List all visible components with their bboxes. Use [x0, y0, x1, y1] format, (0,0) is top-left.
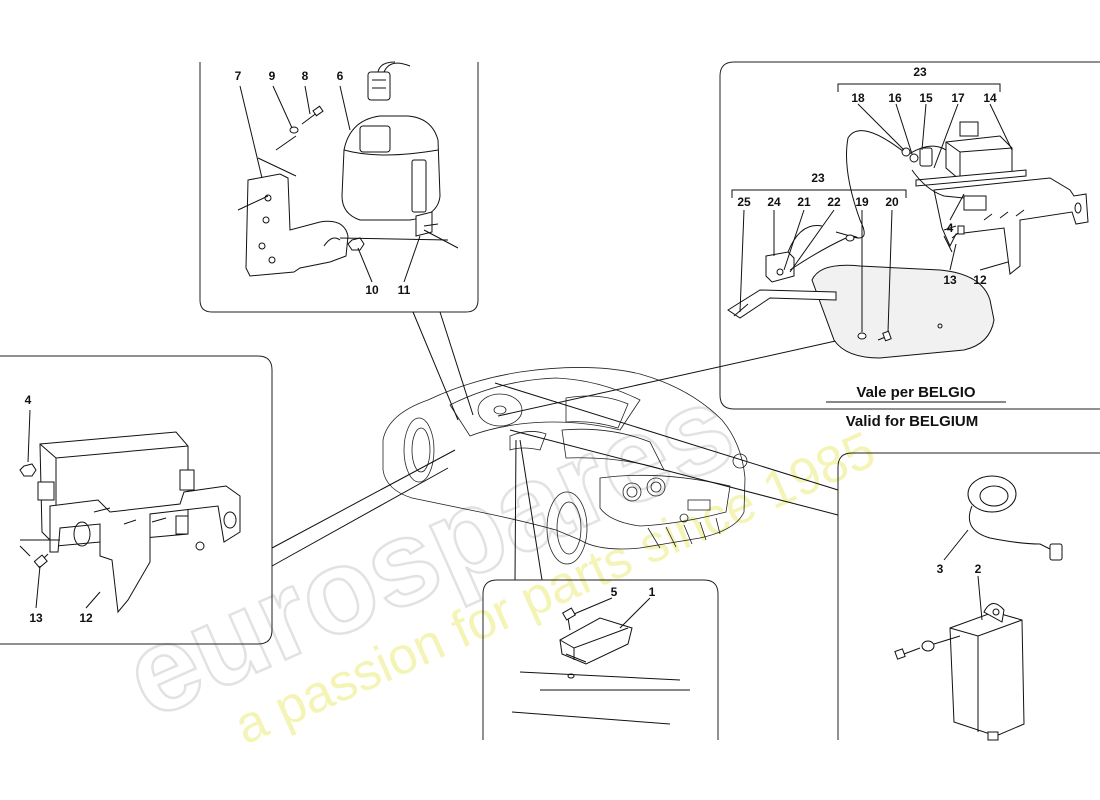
part-label-11: 11	[398, 283, 411, 297]
leader-lines	[271, 311, 841, 581]
part-label-13-left: 13	[29, 611, 43, 625]
part-label-9: 9	[269, 69, 276, 83]
leader-bottom-center-1	[514, 439, 517, 581]
small-sensor-screw	[567, 617, 571, 631]
part-label-18: 18	[851, 91, 865, 105]
part-label-1: 1	[649, 585, 656, 599]
control-unit-bracket	[49, 485, 241, 614]
part-label-16: 16	[888, 91, 902, 105]
part-label-3: 3	[937, 562, 944, 576]
car-roofline	[449, 377, 641, 437]
siren-connector-wires	[377, 61, 411, 73]
part-label-10: 10	[365, 283, 379, 297]
part-label-25: 25	[737, 195, 751, 209]
frame-left	[0, 355, 273, 645]
siren-side-latch	[411, 159, 427, 213]
part-label-8: 8	[302, 69, 309, 83]
note-valid-belgio: Vale per BELGIO	[856, 384, 976, 401]
group-bracket-23-mid	[731, 189, 907, 198]
car-front-wheel	[403, 417, 435, 483]
kit-bracket	[933, 177, 1089, 275]
part-label-15: 15	[919, 91, 933, 105]
leader-top-center	[412, 311, 459, 421]
frame-bottom-right	[837, 452, 1100, 740]
part-label-22: 22	[827, 195, 841, 209]
small-sensor	[559, 617, 633, 665]
car-diffuser	[647, 517, 721, 549]
leader-bottom-right-1	[494, 382, 839, 491]
part-label-4-left: 4	[25, 393, 32, 407]
leader-top-center-2	[439, 311, 474, 416]
panel-belgium-kit: 23 18 16 15 17 14 23 25 24 21 22 19 20 4…	[727, 65, 1089, 430]
leader-top-right	[497, 339, 841, 417]
kit-washer-19	[857, 332, 867, 340]
kit-harness	[835, 130, 905, 239]
watermark: eurospares a passion for parts since 198…	[105, 357, 884, 756]
part-label-23-top: 23	[913, 65, 927, 79]
part-label-20: 20	[885, 195, 899, 209]
part-label-12-right: 12	[973, 273, 987, 287]
part-label-24: 24	[767, 195, 781, 209]
car-side-intake	[509, 431, 547, 451]
siren-connector	[367, 71, 391, 101]
antenna-connector	[1049, 543, 1063, 561]
part-label-13-right: 13	[943, 273, 957, 287]
part-label-4-right: 4	[947, 221, 954, 235]
car-exhaust	[679, 513, 689, 523]
car-steering-hub	[493, 405, 507, 415]
car-illustration	[382, 367, 748, 565]
part-label-23-mid: 23	[811, 171, 825, 185]
car-steering-wheel	[477, 393, 523, 427]
part-label-12-left: 12	[79, 611, 93, 625]
part-label-19: 19	[855, 195, 869, 209]
washer-9	[289, 126, 299, 134]
car-plate	[687, 499, 711, 511]
part-label-17: 17	[951, 91, 965, 105]
car-front-wheel-rim	[411, 427, 431, 473]
part-label-21: 21	[797, 195, 811, 209]
leader-bottom-right-2	[509, 429, 839, 516]
ecu-washer	[921, 640, 935, 652]
panel-small-sensor: 5 1	[511, 585, 690, 725]
car-tail-light-right	[732, 453, 748, 469]
kit-mount-bracket	[727, 289, 837, 319]
ring-antenna	[967, 475, 1017, 513]
siren-clip	[359, 125, 391, 153]
leader-left-1	[271, 449, 456, 549]
panel-frames	[0, 61, 1100, 740]
car-tail-panel	[599, 474, 731, 527]
panel-siren: 7 9 8 6 10 11	[235, 61, 459, 297]
nut-10	[347, 237, 365, 251]
car-tail-light-left	[622, 482, 642, 502]
ecu-box	[949, 611, 1025, 737]
carpet-mat	[811, 264, 995, 359]
leader-left-2	[271, 467, 449, 567]
ecu-screw	[903, 647, 921, 655]
car-tail-light-center	[646, 477, 666, 497]
car-tail-light-center-inner	[650, 481, 662, 493]
note-valid-belgium: Valid for BELGIUM	[846, 413, 979, 430]
frame-top-center	[199, 62, 479, 313]
part-label-5: 5	[611, 585, 618, 599]
part-label-14: 14	[983, 91, 997, 105]
frame-top-right	[719, 61, 1100, 410]
plate-11	[415, 211, 433, 237]
part-label-7: 7	[235, 69, 242, 83]
part-label-2: 2	[975, 562, 982, 576]
nut-4-left	[19, 463, 37, 477]
panel-antenna-ecu: 3 2	[894, 475, 1063, 741]
car-rear-wheel	[546, 491, 588, 565]
leader-bottom-center-2	[519, 439, 543, 581]
floor-lines	[511, 671, 690, 725]
car-rear-wheel-rim	[556, 501, 582, 555]
group-bracket-23-top	[837, 83, 1001, 92]
car-tail-light-left-inner	[626, 486, 638, 498]
frame-bottom-center	[482, 579, 719, 740]
siren-bracket	[245, 173, 349, 277]
part-label-6: 6	[337, 69, 344, 83]
kit-sensor	[765, 251, 795, 283]
panel-control-unit: 4 13 12	[19, 393, 241, 625]
